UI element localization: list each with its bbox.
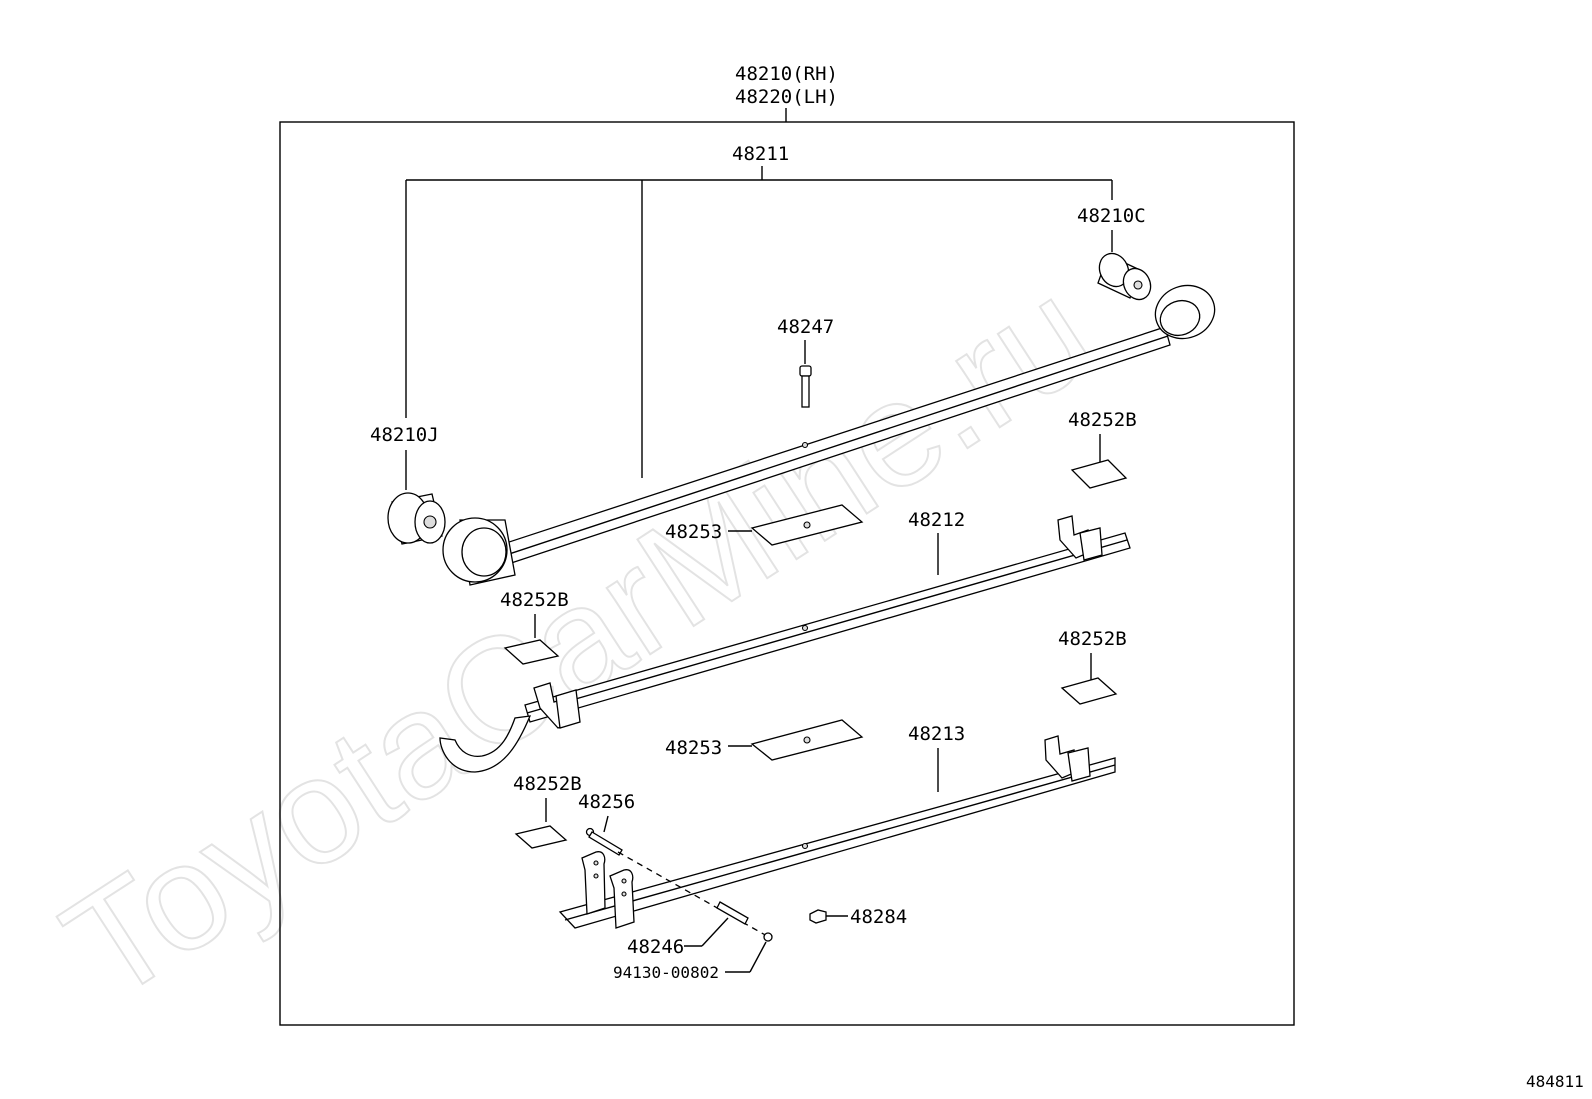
label-48210C[interactable]: 48210C — [1077, 205, 1146, 227]
label-48210J[interactable]: 48210J — [370, 424, 439, 446]
label-48253-lower[interactable]: 48253 — [665, 737, 722, 759]
label-48284[interactable]: 48284 — [850, 906, 907, 928]
pad-48252B-mid-right — [1060, 677, 1118, 705]
label-48252B-mid-left[interactable]: 48252B — [500, 589, 569, 611]
label-48220-lh[interactable]: 48220(LH) — [735, 86, 838, 108]
rivet-48246 — [716, 901, 773, 942]
label-48253-upper[interactable]: 48253 — [665, 521, 722, 543]
label-48213[interactable]: 48213 — [908, 723, 965, 745]
leader-48211 — [405, 166, 1113, 478]
leader-48256 — [603, 815, 609, 833]
label-94130-00802[interactable]: 94130-00802 — [613, 963, 719, 982]
pad-48252B-upper-right — [1070, 459, 1128, 489]
label-48212[interactable]: 48212 — [908, 509, 965, 531]
bolt-48247 — [799, 365, 812, 408]
pad-48253-lower — [750, 719, 864, 761]
label-48252B-upper-right[interactable]: 48252B — [1068, 409, 1137, 431]
label-48246[interactable]: 48246 — [627, 936, 684, 958]
label-48210-rh[interactable]: 48210(RH) — [735, 63, 838, 85]
label-48247[interactable]: 48247 — [777, 316, 834, 338]
part-48284 — [809, 909, 827, 924]
label-48211[interactable]: 48211 — [732, 143, 789, 165]
assembly-frame — [279, 121, 1295, 1026]
bushing-48210C — [1097, 252, 1152, 301]
leaf-48212 — [439, 515, 1131, 773]
label-48252B-mid-right[interactable]: 48252B — [1058, 628, 1127, 650]
leader-94130 — [749, 941, 767, 973]
pad-48252B-mid-left — [503, 639, 560, 665]
label-48252B-lower-left[interactable]: 48252B — [513, 773, 582, 795]
main-leaf-48211 — [442, 284, 1216, 586]
figure-id: 484811 — [1526, 1072, 1584, 1091]
pin-48256 — [585, 827, 623, 856]
leaf-48213 — [558, 735, 1116, 929]
pad-48253-upper — [750, 504, 864, 546]
bushing-48210J — [387, 492, 446, 545]
leader-48246 — [701, 917, 729, 947]
label-48256[interactable]: 48256 — [578, 791, 635, 813]
pad-48252B-lower-left — [514, 825, 568, 849]
